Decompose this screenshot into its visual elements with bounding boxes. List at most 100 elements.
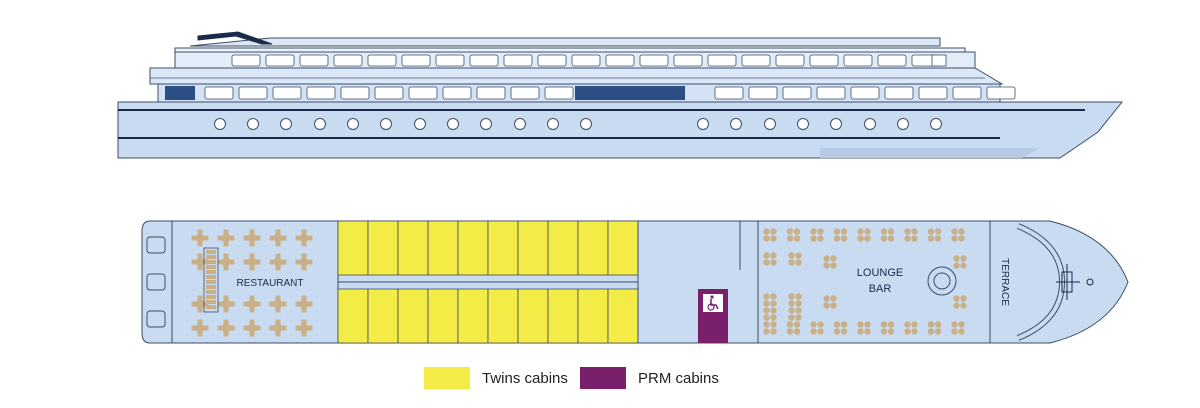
porthole [480, 118, 492, 130]
deck-4-window [843, 54, 873, 67]
deck-2-window [714, 86, 744, 100]
lounge-table [951, 321, 965, 335]
deck-4-window [537, 54, 567, 67]
bow-winch-icon [1056, 264, 1094, 300]
twin-cabin [517, 220, 549, 276]
deck-2-window [918, 86, 948, 100]
lounge-table [927, 228, 942, 242]
deck-plan-top-view: RESTAURANT LOUNGE BAR TERRACE [141, 220, 1129, 344]
ship-side-view [117, 31, 1124, 159]
porthole [414, 118, 426, 130]
deck-4-window [741, 54, 771, 67]
lounge-table [786, 228, 801, 242]
deck-4-window [503, 54, 533, 67]
deck-2-window [442, 86, 472, 100]
deck-2-window [408, 86, 438, 100]
lounge-table [927, 321, 942, 335]
buffet-tray [206, 305, 216, 309]
porthole [347, 118, 359, 130]
lounge-table [788, 293, 802, 307]
deck-2-window [238, 86, 268, 100]
twin-cabin [547, 220, 579, 276]
lounge-table [880, 321, 895, 335]
twin-cabin [607, 288, 639, 344]
twin-cabin [487, 288, 519, 344]
porthole [697, 118, 709, 130]
restaurant-table [295, 319, 313, 337]
restaurant-table [243, 319, 261, 337]
portholes [214, 118, 942, 130]
restaurant-table [217, 295, 235, 313]
deck-4-window [401, 54, 431, 67]
buffet-tray [206, 265, 216, 269]
porthole [930, 118, 942, 130]
lounge-table [953, 295, 967, 309]
twin-cabin [367, 288, 399, 344]
stern-stairwells [146, 236, 166, 328]
twin-cabin [547, 288, 579, 344]
twin-cabins-block [337, 220, 639, 344]
deck-4-window [265, 54, 295, 67]
lounge-label-line1: LOUNGE [857, 267, 903, 279]
lounge-table [823, 295, 837, 309]
deck-2-window [952, 86, 982, 100]
lounge-table [880, 228, 895, 242]
twin-cabin [517, 288, 549, 344]
porthole [314, 118, 326, 130]
buffet-tray [206, 295, 216, 299]
twin-cabin [457, 288, 489, 344]
twin-cabin [397, 220, 429, 276]
restaurant-table [295, 253, 313, 271]
deck-4-window [333, 54, 363, 67]
deck-4-window [673, 54, 703, 67]
lounge-table [833, 321, 848, 335]
lounge-table [788, 307, 802, 321]
prm-cabins-label: PRM cabins [638, 369, 719, 387]
restaurant-table [269, 295, 287, 313]
restaurant-table [217, 319, 235, 337]
deck-2-window [510, 86, 540, 100]
restaurant-table [191, 229, 209, 247]
deck-2-dark-panel [165, 86, 195, 100]
buffet-tray [206, 255, 216, 259]
deck-2-dark-panel [575, 86, 685, 100]
porthole [764, 118, 776, 130]
twin-cabin [337, 288, 369, 344]
lounge-label-line2: BAR [869, 283, 892, 295]
restaurant-table [243, 295, 261, 313]
porthole [580, 118, 592, 130]
lounge-table [810, 228, 824, 242]
side-deck-3 [149, 67, 1004, 85]
deck-2-window [306, 86, 336, 100]
restaurant-tables [191, 229, 313, 337]
twin-cabin [577, 220, 609, 276]
restaurant-table [243, 229, 261, 247]
porthole [214, 118, 226, 130]
wheelchair-icon [703, 294, 723, 312]
buffet-counter [203, 247, 219, 313]
deck-4-window [605, 54, 635, 67]
deck-4-window [639, 54, 669, 67]
restaurant-table [217, 253, 235, 271]
buffet-tray [206, 270, 216, 274]
buffet-tray [206, 285, 216, 289]
restaurant-table [243, 253, 261, 271]
legend-twins: Twins cabins [424, 367, 568, 389]
twin-cabin [487, 220, 519, 276]
lounge-table [763, 252, 777, 266]
restaurant-table [295, 229, 313, 247]
porthole [797, 118, 809, 130]
deck-4-window [877, 54, 907, 67]
buffet-tray [206, 290, 216, 294]
deck-4-window [435, 54, 465, 67]
twin-cabin [427, 220, 459, 276]
lounge-table [763, 321, 777, 335]
lounge-table [904, 228, 918, 242]
buffet-tray [206, 260, 216, 264]
buffet-tray [206, 300, 216, 304]
deck-2-window [986, 86, 1016, 100]
restaurant-table [217, 229, 235, 247]
deck-4-windows [231, 54, 947, 67]
porthole [247, 118, 259, 130]
deck-2-window [544, 86, 574, 100]
